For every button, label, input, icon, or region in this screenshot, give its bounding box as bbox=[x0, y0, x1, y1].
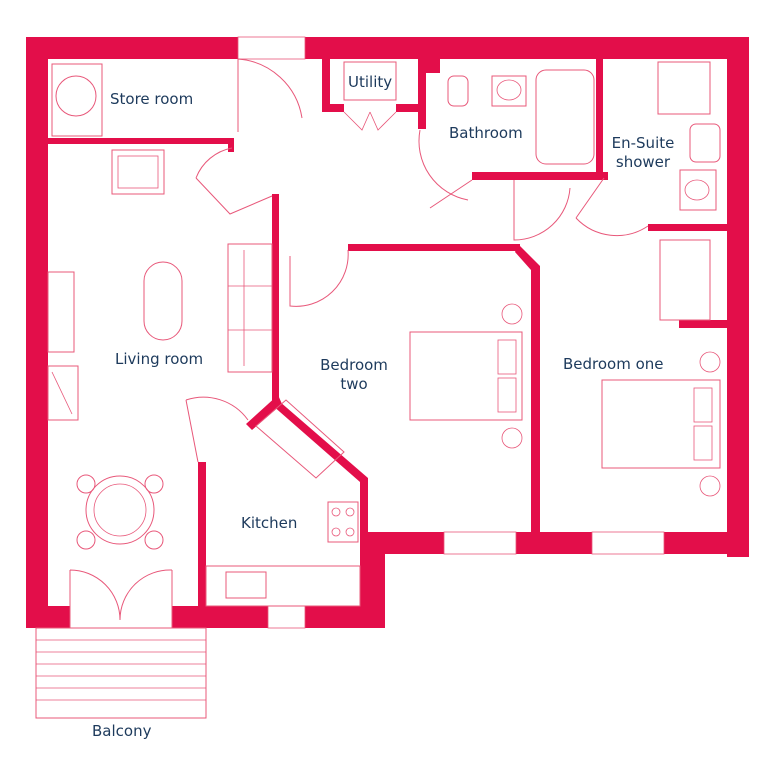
utility-label: Utility bbox=[348, 73, 393, 91]
bedroom-two-label: Bedroom two bbox=[308, 356, 400, 394]
kitchen-label: Kitchen bbox=[241, 514, 298, 532]
ensuite-label-line2: shower bbox=[615, 153, 671, 171]
bedroom-two-label-line1: Bedroom bbox=[320, 356, 388, 374]
fixtures bbox=[35, 36, 721, 719]
ensuite-label: En-Suite shower bbox=[606, 134, 680, 172]
store-room-label: Store room bbox=[110, 90, 194, 108]
balcony-label: Balcony bbox=[92, 722, 152, 740]
living-room-label: Living room bbox=[115, 350, 204, 368]
bathroom-label: Bathroom bbox=[449, 124, 523, 142]
ensuite-label-line1: En-Suite bbox=[611, 134, 675, 152]
walls bbox=[26, 37, 749, 628]
bedroom-one-label: Bedroom one bbox=[563, 355, 664, 373]
bedroom-two-label-line2: two bbox=[340, 375, 368, 393]
